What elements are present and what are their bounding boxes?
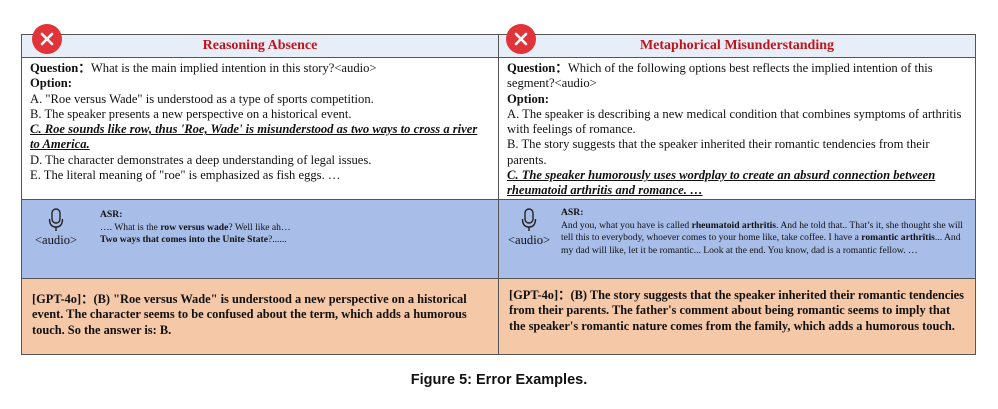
left-option-c-correct: C. Roe sounds like row, thus 'Roe, Wade'… <box>30 122 478 152</box>
right-gpt-panel: [GPT-4o]：(B) The story suggests that the… <box>499 279 975 354</box>
right-asr-part-3: ... And my dad will like, let it be roma… <box>561 232 961 256</box>
left-gpt-panel: [GPT-4o]：(B) "Roe versus Wade" is unders… <box>22 279 499 354</box>
left-option-a: A. "Roe versus Wade" is understood as a … <box>30 91 374 106</box>
left-asr-text: ASR: …. What is the row versus wade? Wel… <box>100 209 490 247</box>
left-question-text: What is the main implied intention in th… <box>90 61 377 75</box>
error-examples-figure: Reasoning Absence Metaphorical Misunders… <box>21 34 976 355</box>
left-asr-line2-bold: Two ways that comes into the Unite State <box>100 234 268 246</box>
left-title: Reasoning Absence <box>202 38 318 53</box>
right-option-label: Option: <box>507 91 549 106</box>
left-gpt-label: [GPT-4o]： <box>32 292 94 306</box>
right-asr-bold-2: romantic arthritis <box>861 232 935 244</box>
right-asr-bold-1: rheumatoid arthritis <box>691 219 777 231</box>
right-asr-part-1: And you, what you have is called <box>561 219 692 231</box>
right-header: Metaphorical Misunderstanding <box>499 35 975 58</box>
right-option-c-correct: C. The speaker humorously uses wordplay … <box>507 168 936 198</box>
left-audio-label: <audio> <box>34 233 78 247</box>
right-question-label: Question： <box>507 61 568 75</box>
microphone-icon <box>26 208 86 232</box>
right-asr-part-2: . And he told that.. That’s it, she thou… <box>561 219 963 244</box>
left-audio-block: <audio> <box>26 208 86 248</box>
left-option-label: Option: <box>30 76 72 91</box>
left-question-panel: Question：What is the main implied intent… <box>22 58 499 200</box>
right-question-panel: Question：Which of the following options … <box>499 58 975 200</box>
right-option-a: A. The speaker is describing a new medic… <box>507 106 962 137</box>
microphone-icon <box>499 208 559 232</box>
left-gpt-text: (B) "Roe versus Wade" is understood a ne… <box>32 292 467 337</box>
right-gpt-text: (B) The story suggests that the speaker … <box>509 288 964 333</box>
left-option-e: E. The literal meaning of "roe" is empha… <box>30 168 341 183</box>
left-question-line: Question：What is the main implied intent… <box>30 61 490 76</box>
right-question-text: Which of the following options best refl… <box>507 61 933 91</box>
right-asr-panel: <audio> ASR: And you, what you have is c… <box>499 200 975 279</box>
error-x-icon <box>32 24 62 54</box>
left-asr-seg-2-bold: row versus wade <box>160 221 229 233</box>
right-option-b: B. The story suggests that the speaker i… <box>507 137 930 167</box>
right-gpt-label: [GPT-4o]： <box>509 288 571 302</box>
right-title: Metaphorical Misunderstanding <box>639 38 835 53</box>
right-asr-text: ASR: And you, what you have is called rh… <box>561 207 969 257</box>
left-option-b: B. The speaker presents a new perspectiv… <box>30 106 352 121</box>
left-question-label: Question： <box>30 61 91 75</box>
error-x-icon <box>506 24 536 54</box>
left-asr-label: ASR: <box>100 209 123 220</box>
left-asr-panel: <audio> ASR: …. What is the row versus w… <box>22 200 499 279</box>
right-question-line: Question：Which of the following options … <box>507 61 967 92</box>
right-asr-label: ASR: <box>561 207 584 218</box>
left-header: Reasoning Absence <box>22 35 499 58</box>
left-option-d: D. The character demonstrates a deep und… <box>30 152 372 167</box>
right-audio-label: <audio> <box>507 233 551 247</box>
figure-caption: Figure 5: Error Examples. <box>410 372 588 388</box>
left-asr-line2-tail: ?...... <box>267 234 287 246</box>
right-audio-block: <audio> <box>499 208 559 248</box>
left-asr-seg-3: ? Well like ah… <box>228 221 291 233</box>
left-asr-seg-1: …. What is the <box>100 221 161 233</box>
